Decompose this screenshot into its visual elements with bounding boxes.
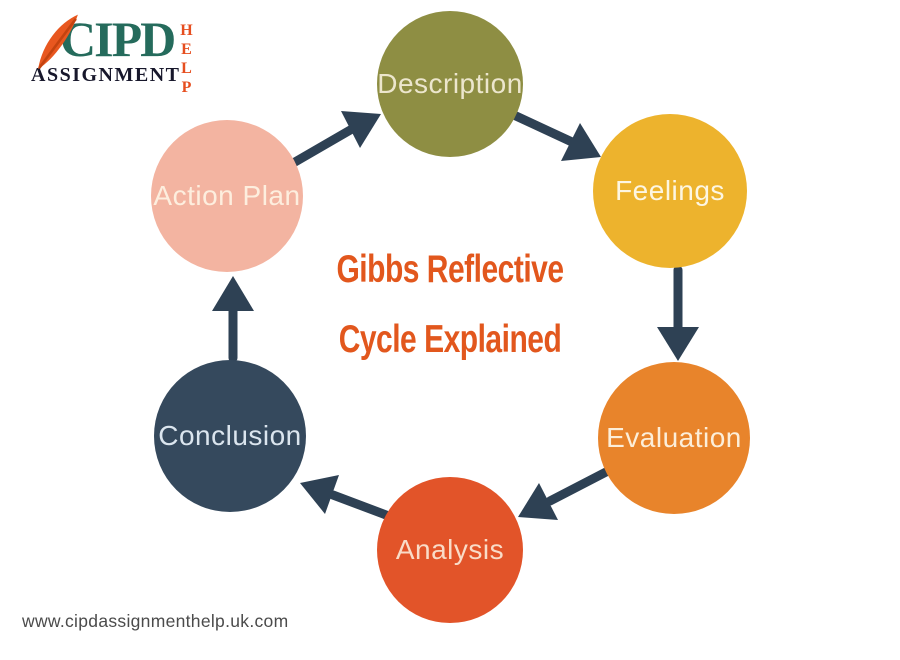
stage-label: Conclusion xyxy=(158,420,302,451)
logo-brand-text: CIPD xyxy=(60,11,176,67)
logo-help-vertical-text: HELP xyxy=(178,22,195,98)
stage-feelings: Feelings xyxy=(593,114,747,268)
arrow-evaluation-to-analysis xyxy=(518,467,611,520)
arrow-analysis-to-conclusion xyxy=(300,475,391,520)
stage-label: Feelings xyxy=(615,175,725,206)
arrow-head xyxy=(657,327,699,361)
arrow-head xyxy=(518,483,558,520)
stage-label: Description xyxy=(377,68,523,99)
arrow-description-to-feelings xyxy=(511,111,601,161)
logo: CIPD HELP ASSIGNMENT xyxy=(28,10,238,102)
feather-icon xyxy=(38,14,78,70)
logo-assignment-text: ASSIGNMENT xyxy=(31,64,181,86)
feather-spine xyxy=(38,18,77,69)
arrow-feelings-to-evaluation xyxy=(657,265,699,361)
stage-action-plan: Action Plan xyxy=(151,120,303,272)
arrow-head xyxy=(341,111,381,148)
arrow-head xyxy=(212,276,254,311)
arrow-conclusion-to-action-plan xyxy=(212,276,254,363)
arrow-head xyxy=(561,123,601,161)
arrow-shaft xyxy=(545,467,611,506)
website-url: www.cipdassignmenthelp.uk.com xyxy=(22,611,289,631)
stage-description: Description xyxy=(377,11,523,157)
stage-evaluation: Evaluation xyxy=(598,362,750,514)
title-line-2: Cycle Explained xyxy=(338,318,562,361)
arrow-shaft xyxy=(290,124,357,167)
arrow-shaft xyxy=(511,111,577,147)
stage-label: Evaluation xyxy=(606,422,742,453)
title-line-1: Gibbs Reflective xyxy=(336,248,564,291)
stage-label: Action Plan xyxy=(153,180,301,211)
arrow-action-plan-to-description xyxy=(290,111,381,167)
stage-label: Analysis xyxy=(395,534,505,565)
stage-conclusion: Conclusion xyxy=(154,360,306,512)
arrow-head xyxy=(300,475,339,514)
arrow-shaft xyxy=(328,490,391,520)
stage-analysis: Analysis xyxy=(377,477,523,623)
